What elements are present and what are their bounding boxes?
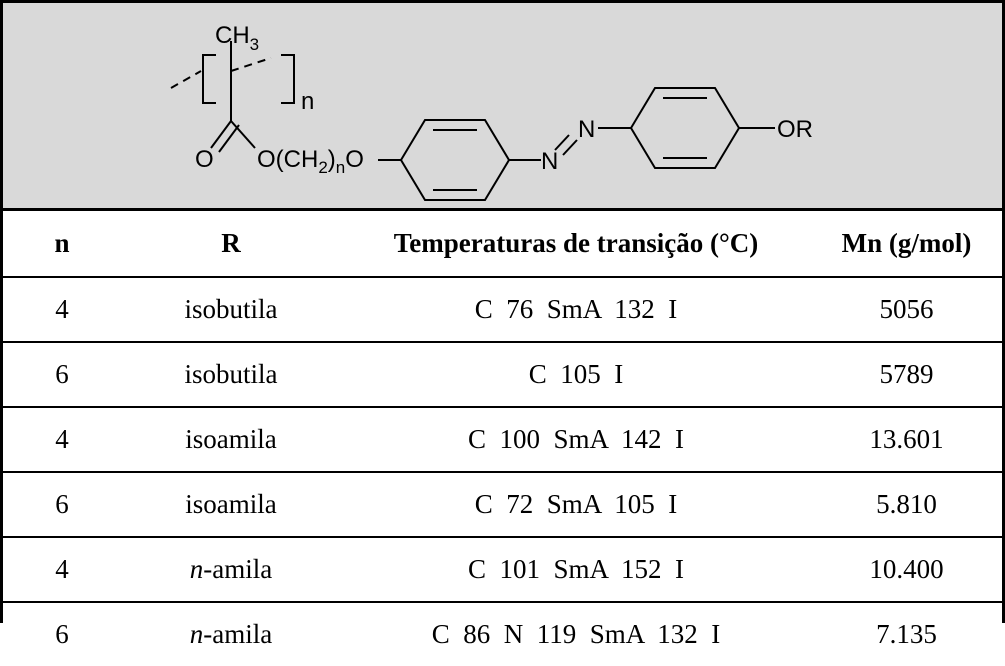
table-row: 4 n-amila C 101 SmA 152 I 10.400 (3, 537, 1002, 603)
chemical-structure-panel: CH3 n O O(CH2)nO N N OR (3, 3, 1002, 211)
cell-n: 6 (55, 619, 69, 649)
structure-bonds (170, 41, 775, 201)
transition-temperature-table: n R Temperaturas de transição (°C) Mn (g… (3, 211, 1002, 666)
table-row: 6 n-amila C 86 N 119 SmA 132 I 7.135 (3, 602, 1002, 666)
cell-n: 6 (3, 472, 121, 538)
carbonyl-bond-1 (210, 120, 232, 149)
table-frame: CH3 n O O(CH2)nO N N OR n R Temperaturas… (0, 0, 1005, 649)
table-row: 6 isobutila C 105 I 5789 (3, 342, 1002, 408)
header-transition-temperatures: Temperaturas de transição (°C) (341, 211, 811, 278)
cell-mn: 13.601 (811, 407, 1002, 473)
cell-temperatures: C 101 SmA 152 I (341, 537, 811, 603)
benzene-ring-2 (629, 87, 741, 169)
cell-n: 6 (3, 342, 121, 408)
repeat-unit-label: n (301, 88, 314, 115)
ester-spacer-label: O(CH2)nO (257, 146, 364, 177)
cell-mn: 10.400 (811, 537, 1002, 603)
azo-nitrogen-bottom: N (541, 148, 558, 175)
backbone-left-dash (170, 70, 202, 89)
cell-temperatures: C 76 SmA 132 I (341, 277, 811, 343)
terminal-group-label: OR (777, 116, 813, 143)
cell-r: n-amila (189, 619, 273, 649)
polymer-structure-diagram: CH3 n O O(CH2)nO N N OR (170, 22, 813, 201)
cell-temperatures: C 100 SmA 142 I (341, 407, 811, 473)
carbonyl-oxygen-label: O (195, 146, 214, 173)
header-mn: Mn (g/mol) (811, 211, 1002, 278)
cell-mn: 5789 (811, 342, 1002, 408)
table-header-row: n R Temperaturas de transição (°C) Mn (g… (3, 211, 1002, 278)
header-n: n (3, 211, 121, 278)
bracket-right (281, 54, 295, 104)
table-row: 6 isoamila C 72 SmA 105 I 5.810 (3, 472, 1002, 538)
carbonyl-bond-2 (218, 124, 240, 153)
azo-double-bond-2 (562, 139, 578, 156)
cell-temperatures: C 86 N 119 SmA 132 I (431, 619, 721, 649)
cell-n: 4 (3, 407, 121, 473)
methyl-label: CH3 (215, 22, 259, 54)
cell-r: isoamila (121, 407, 341, 473)
cell-r: isoamila (121, 472, 341, 538)
cell-r: isobutila (121, 342, 341, 408)
backbone-right-dash (230, 57, 272, 72)
bracket-left (202, 54, 216, 104)
cell-r: n-amila (121, 537, 341, 603)
cell-r: isobutila (121, 277, 341, 343)
azo-nitrogen-top: N (578, 116, 595, 143)
cell-mn: 7.135 (876, 619, 937, 649)
cell-mn: 5.810 (811, 472, 1002, 538)
ester-o-bond (230, 120, 256, 149)
cell-temperatures: C 72 SmA 105 I (341, 472, 811, 538)
benzene-ring-1 (399, 119, 511, 201)
cell-mn: 5056 (811, 277, 1002, 343)
azo-double-bond-1 (554, 134, 570, 151)
table-row: 4 isobutila C 76 SmA 132 I 5056 (3, 277, 1002, 343)
cell-n: 4 (3, 277, 121, 343)
table-row: 4 isoamila C 100 SmA 142 I 13.601 (3, 407, 1002, 473)
cell-temperatures: C 105 I (341, 342, 811, 408)
cell-n: 4 (3, 537, 121, 603)
header-r: R (121, 211, 341, 278)
